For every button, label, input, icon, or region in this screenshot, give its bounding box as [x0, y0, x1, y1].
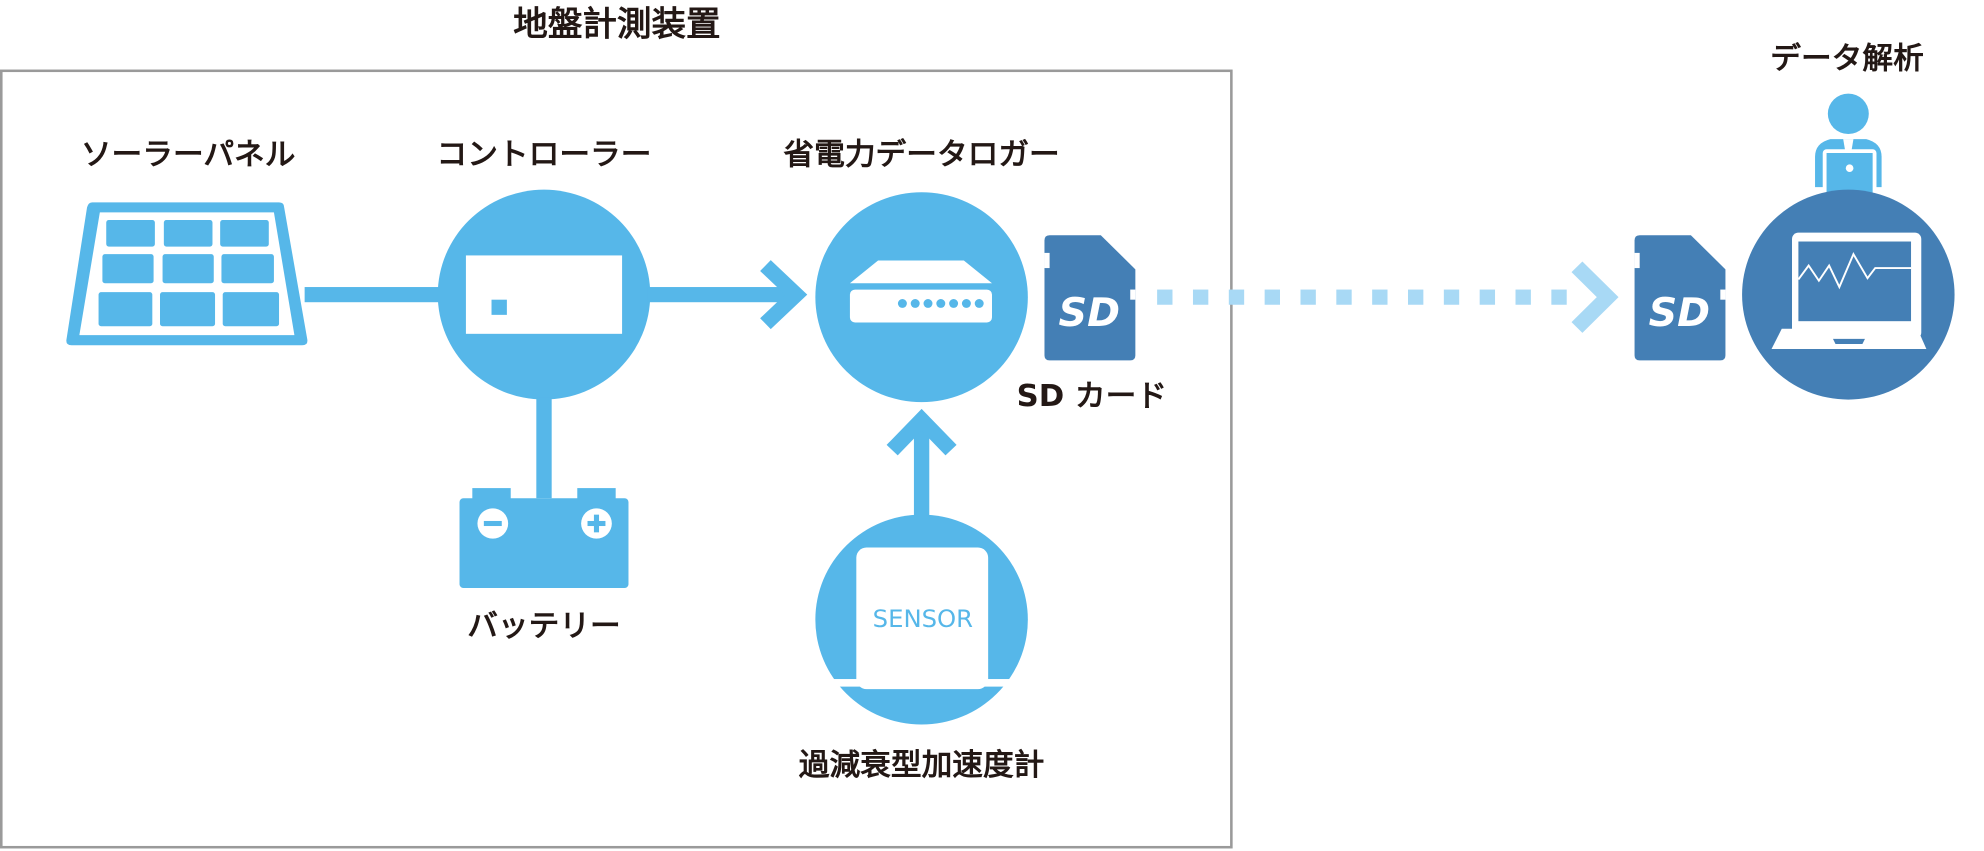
data-logger-icon	[815, 192, 1028, 403]
sensor-to-logger-arrow	[886, 408, 957, 521]
data-transfer-arrow	[1157, 261, 1619, 333]
sd-card-label: SD カード	[1017, 379, 1167, 414]
controller-icon	[437, 189, 651, 400]
indicator-lights	[897, 299, 984, 308]
minus-icon	[483, 520, 502, 527]
solar-to-controller-line	[304, 287, 446, 303]
analysis-label: データ解析	[1770, 40, 1924, 76]
waveform-line	[1797, 252, 1912, 290]
sensor-icon: SENSOR	[815, 514, 1028, 725]
controller-to-logger-arrow	[647, 260, 808, 330]
controller-label: コントローラー	[437, 138, 652, 173]
analysis-sd-card-icon: SD	[1634, 235, 1726, 361]
sensor-label: 過減衰型加速度計	[799, 747, 1045, 783]
controller-to-battery-line	[536, 397, 552, 499]
diagram-title: 地盤計測装置	[513, 5, 720, 45]
battery-icon	[459, 488, 629, 588]
person-icon	[1815, 93, 1882, 196]
analysis-sd-card-text: SD	[1649, 290, 1711, 336]
solar-panel-icon	[66, 202, 308, 346]
battery-label: バッテリー	[467, 609, 621, 644]
device-frame	[0, 69, 1233, 849]
sensor-device-text: SENSOR	[873, 605, 974, 633]
data-logger-label: 省電力データロガー	[783, 137, 1059, 173]
sd-card-icon: SD	[1044, 235, 1136, 361]
computer-icon	[1742, 189, 1955, 400]
sd-card-text: SD	[1059, 290, 1121, 336]
solar-panel-label: ソーラーパネル	[81, 138, 296, 173]
